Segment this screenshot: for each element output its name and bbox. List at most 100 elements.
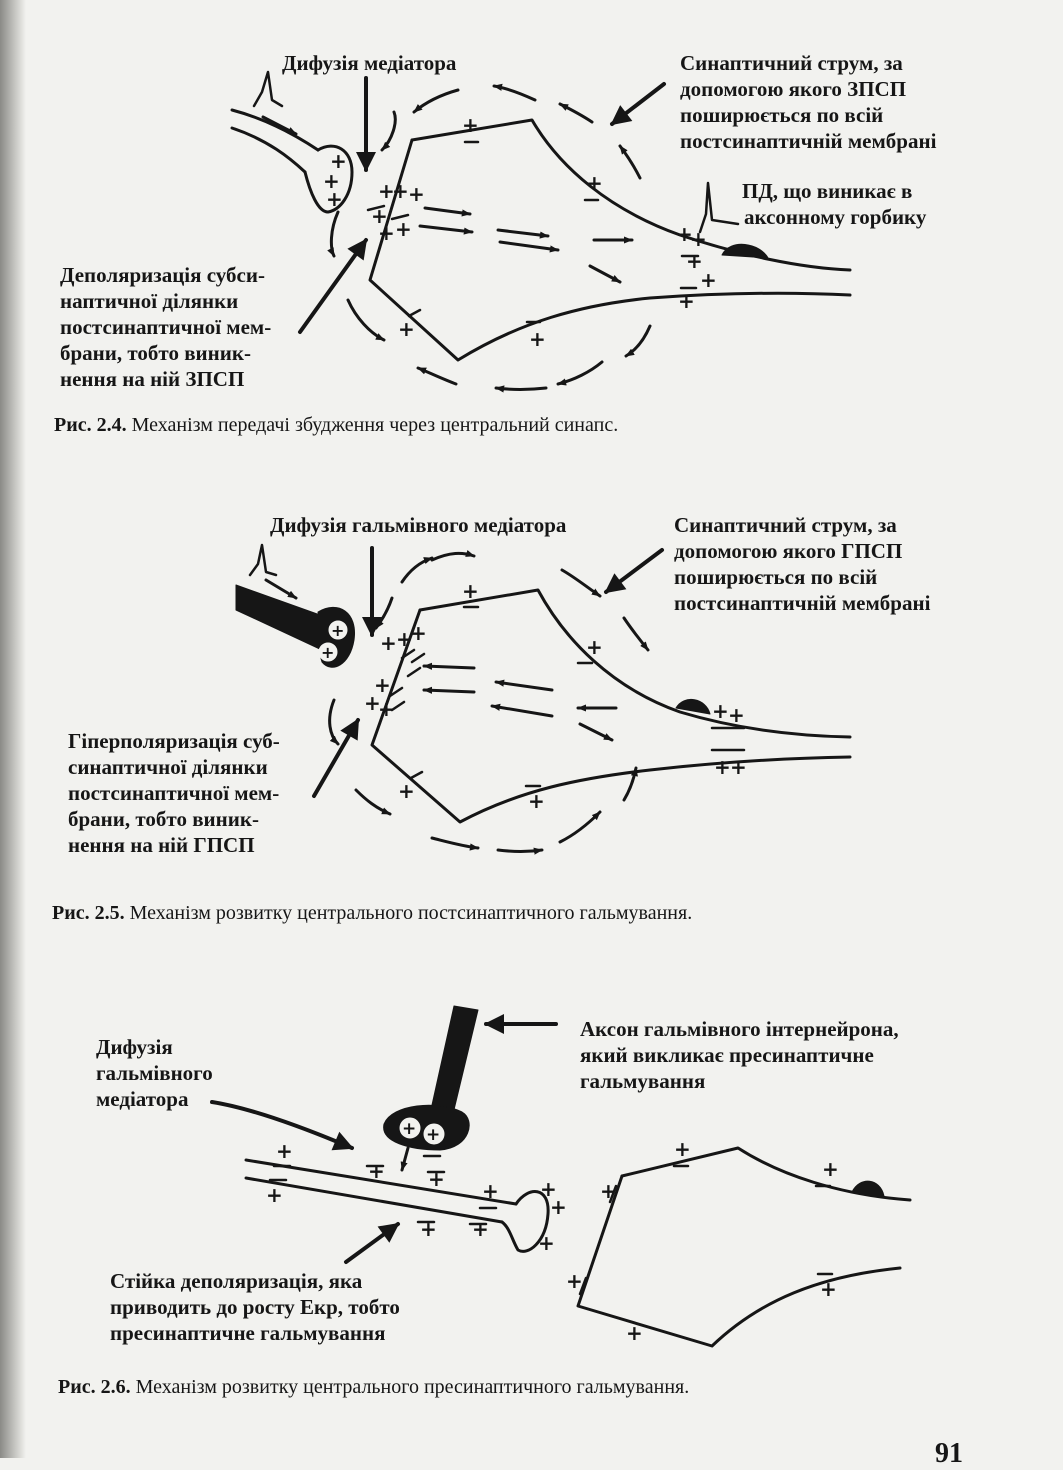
- presynaptic-terminal: +++: [230, 70, 354, 214]
- svg-text:+: +: [678, 289, 695, 313]
- svg-text:+: +: [378, 221, 395, 245]
- fig25-caption-text: Механізм розвитку центрального постсинап…: [124, 902, 693, 924]
- fig24-depol-line-4: брани, тобто виник-: [60, 341, 251, 365]
- svg-text:+: +: [690, 227, 707, 251]
- svg-text:+: +: [586, 635, 603, 659]
- fig24-depol-line-3: постсинаптичної мем-: [60, 315, 272, 339]
- fig25-hyper-line-5: нення на ній ГПСП: [68, 833, 255, 857]
- fig26-caption-number: Рис. 2.6.: [58, 1376, 131, 1398]
- fig25-diffusion-label: Дифузія гальмівного медіатора: [270, 513, 567, 537]
- svg-text:+: +: [686, 249, 703, 273]
- svg-text:+: +: [410, 621, 427, 645]
- fig24-current-line-1: Синаптичний струм, за: [680, 51, 903, 75]
- pointer-arrows-3: [210, 1014, 558, 1264]
- fig26-axon-line-3: гальмування: [580, 1069, 706, 1093]
- svg-text:+: +: [462, 579, 479, 603]
- svg-text:+: +: [395, 217, 412, 241]
- fig26-diffusion-line-3: медіатора: [96, 1087, 189, 1111]
- fig24-caption-text: Механізм передачі збудження через центра…: [126, 414, 619, 436]
- membrane-charges-2: + + +++ +++ ++ ++ + +: [364, 579, 747, 813]
- svg-text:+: +: [472, 1217, 489, 1241]
- svg-text:+: +: [330, 149, 347, 173]
- pointer-arrows: [298, 76, 666, 334]
- postsynaptic-neuron-3: [576, 1146, 912, 1348]
- svg-text:+: +: [728, 703, 745, 727]
- figure-2-4-diagram: +++ + + +++ +++ ++ ++ + + +: [230, 70, 852, 393]
- current-arrows-2: [328, 550, 650, 855]
- fig25-current-label: Синаптичний струм, за допомогою якого ГП…: [674, 512, 930, 616]
- svg-text:+: +: [380, 631, 397, 655]
- fig24-current-line-2: допомогою якого ЗПСП: [680, 77, 907, 101]
- fig25-current-line-2: допомогою якого ГПСП: [674, 539, 903, 563]
- postsynaptic-neuron: [368, 118, 852, 362]
- svg-text:+: +: [323, 169, 340, 193]
- svg-text:+: +: [426, 1125, 440, 1145]
- fig26-depol-line-3: пресинаптичне гальмування: [110, 1321, 386, 1345]
- fig24-ap-line-1: ПД, що виникає в: [742, 179, 913, 203]
- fig26-depol-line-2: приводить до росту Eкр, тобто: [110, 1295, 400, 1319]
- svg-text:+: +: [712, 699, 729, 723]
- svg-text:+: +: [674, 1137, 691, 1161]
- svg-text:+: +: [266, 1183, 283, 1207]
- fig24-current-label: Синаптичний струм, за допомогою якого ЗП…: [680, 50, 936, 154]
- fig26-diffusion-label: Дифузія гальмівного медіатора: [96, 1034, 213, 1112]
- fig24-depol-line-1: Деполяризація субси-: [60, 263, 265, 287]
- fig26-caption: Рис. 2.6. Механізм розвитку центрального…: [58, 1374, 689, 1400]
- fig25-current-line-1: Синаптичний струм, за: [674, 513, 897, 537]
- svg-text:+: +: [364, 691, 381, 715]
- svg-text:+: +: [428, 1167, 445, 1191]
- fig25-hyper-line-2: синаптичної ділянки: [68, 755, 268, 779]
- presynaptic-axon-3: [244, 1158, 550, 1253]
- postsynaptic-neuron-2: [370, 588, 852, 824]
- fig24-depol-line-5: нення на ній ЗПСП: [60, 367, 245, 391]
- fig26-diffusion-line-2: гальмівного: [96, 1061, 213, 1085]
- figure-2-5-diagram: + + + + +++ +++ ++ ++ + +: [235, 543, 852, 855]
- svg-text:+: +: [820, 1277, 837, 1301]
- current-arrows: [327, 83, 652, 393]
- svg-text:+: +: [529, 327, 546, 351]
- svg-text:+: +: [321, 643, 334, 662]
- fig25-caption: Рис. 2.5. Механізм розвитку центрального…: [52, 900, 692, 926]
- fig24-diffusion-label: Дифузія медіатора: [282, 51, 457, 75]
- fig25-caption-number: Рис. 2.5.: [52, 902, 125, 924]
- svg-text:+: +: [676, 222, 693, 246]
- svg-text:+: +: [626, 1321, 643, 1345]
- fig24-current-line-4: постсинаптичній мембрані: [680, 129, 937, 153]
- svg-text:+: +: [398, 317, 415, 341]
- svg-text:+: +: [378, 697, 395, 721]
- svg-text:+: +: [398, 779, 415, 803]
- svg-text:+: +: [586, 171, 603, 195]
- fig25-hyper-line-3: постсинаптичної мем-: [68, 781, 280, 805]
- svg-text:+: +: [368, 1159, 385, 1183]
- svg-text:+: +: [540, 1177, 557, 1201]
- svg-text:+: +: [378, 179, 395, 203]
- svg-text:+: +: [374, 673, 391, 697]
- fig26-diffusion-line-1: Дифузія: [96, 1035, 173, 1059]
- pointer-arrows-2: [312, 546, 664, 798]
- svg-text:+: +: [402, 1119, 416, 1139]
- svg-text:+: +: [714, 755, 731, 779]
- fig26-caption-text: Механізм розвитку центрального пресинапт…: [130, 1376, 690, 1398]
- svg-text:+: +: [538, 1231, 555, 1255]
- fig24-depolarization-label: Деполяризація субси- наптичної ділянки п…: [60, 262, 271, 392]
- svg-text:+: +: [326, 187, 343, 211]
- figure-2-6-diagram: + + + + + + + + + +++ + + + + + +: [210, 1005, 912, 1348]
- svg-text:+: +: [396, 627, 413, 651]
- fig26-axon-line-1: Аксон гальмівного інтернейрона,: [580, 1017, 899, 1041]
- fig26-depol-line-1: Стійка деполяризація, яка: [110, 1269, 363, 1293]
- fig26-axon-line-2: який викликає пресинаптичне: [580, 1043, 874, 1067]
- fig24-caption-number: Рис. 2.4.: [54, 414, 127, 436]
- svg-text:+: +: [822, 1157, 839, 1181]
- svg-text:+: +: [528, 789, 545, 813]
- page-number: 91: [935, 1438, 963, 1469]
- fig24-depol-line-2: наптичної ділянки: [60, 289, 239, 313]
- svg-text:+: +: [276, 1139, 293, 1163]
- fig25-current-line-3: поширюється по всій: [674, 565, 878, 589]
- svg-text:+: +: [408, 182, 425, 206]
- svg-text:+: +: [730, 755, 747, 779]
- svg-text:+: +: [420, 1217, 437, 1241]
- fig26-axon-label: Аксон гальмівного інтернейрона, який вик…: [580, 1016, 899, 1094]
- fig25-hyper-line-4: брани, тобто виник-: [68, 807, 259, 831]
- fig25-current-line-4: постсинаптичній мембрані: [674, 591, 931, 615]
- fig24-caption: Рис. 2.4. Механізм передачі збудження че…: [54, 412, 618, 438]
